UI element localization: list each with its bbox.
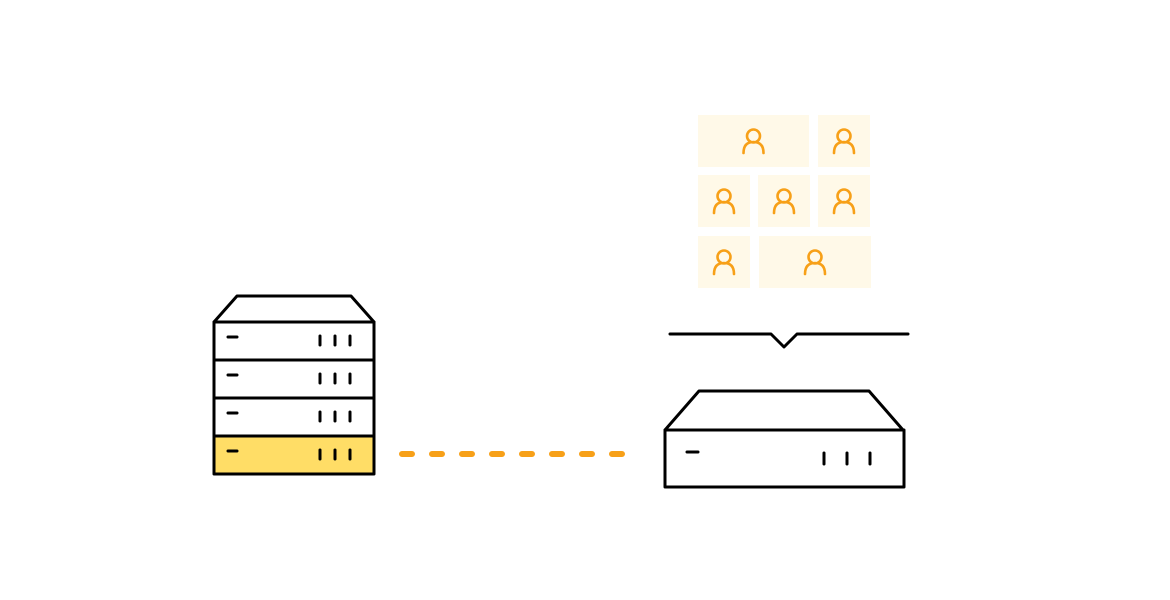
- user-icon: [712, 188, 736, 215]
- user-grid: [698, 115, 871, 288]
- user-tile: [759, 236, 871, 288]
- user-tile: [698, 115, 809, 167]
- user-icon: [712, 249, 736, 276]
- appliance-body: [663, 428, 906, 489]
- rack-unit: [212, 320, 376, 362]
- rack-unit: [212, 434, 376, 476]
- rack-unit-body: [212, 358, 376, 400]
- bracket-pointer: [668, 332, 910, 349]
- user-icon: [832, 128, 856, 155]
- user-tile: [818, 115, 870, 167]
- rack-unit: [212, 358, 376, 400]
- server-rack-icon: [212, 294, 376, 476]
- rack-unit-body: [212, 320, 376, 362]
- user-tile: [698, 175, 750, 227]
- user-icon: [742, 128, 765, 155]
- user-tile: [818, 175, 870, 227]
- rack-unit-highlighted: [212, 434, 376, 476]
- rack-unit: [212, 396, 376, 438]
- user-icon: [832, 188, 856, 215]
- rack-top-cap: [212, 294, 376, 324]
- user-tile: [758, 175, 810, 227]
- user-tile: [698, 236, 750, 288]
- appliance-top-cap: [663, 389, 905, 432]
- network-appliance-icon: [663, 389, 906, 489]
- user-icon: [803, 249, 827, 276]
- user-icon: [772, 188, 796, 215]
